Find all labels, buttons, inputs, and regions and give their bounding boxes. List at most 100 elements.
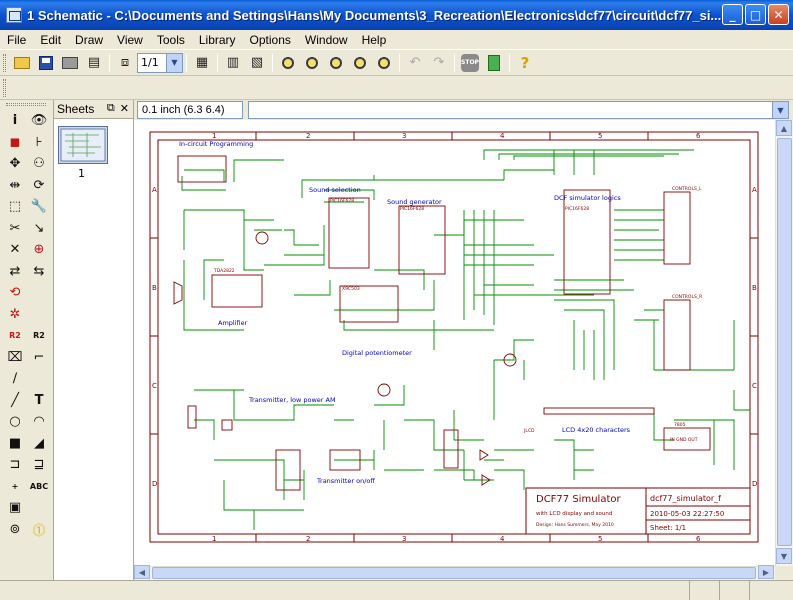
undo-icon: ↶ — [409, 55, 421, 70]
folder-icon — [14, 56, 30, 69]
horizontal-scrollbar[interactable]: ◀ ▶ — [134, 565, 775, 580]
menu-window[interactable]: Window — [304, 32, 348, 47]
label-icon: ABC — [29, 481, 49, 491]
invoke-tool[interactable]: ✲ — [4, 304, 26, 325]
menu-edit[interactable]: Edit — [40, 32, 62, 47]
gateswap-tool[interactable]: ⇆ — [28, 261, 50, 282]
display-tool[interactable]: ◼ — [4, 132, 26, 153]
name-icon: R2 — [9, 331, 21, 340]
zoom-redraw-button[interactable] — [349, 52, 371, 74]
zoom-select-button[interactable] — [373, 52, 395, 74]
rotate-tool[interactable]: ⟳ — [28, 175, 50, 196]
status-cell — [720, 581, 750, 600]
open-button[interactable] — [11, 52, 33, 74]
sheet-thumbnail-preview — [60, 128, 106, 162]
toolbar-grip[interactable] — [3, 78, 6, 97]
circle-tool[interactable]: ○ — [4, 411, 26, 432]
window-title: 1 Schematic - C:\Documents and Settings\… — [27, 7, 722, 23]
copy-tool[interactable]: ⚇ — [28, 153, 50, 174]
library-button[interactable]: ▦ — [191, 52, 213, 74]
redo-button[interactable]: ↷ — [428, 52, 450, 74]
change-tool[interactable]: 🔧 — [28, 196, 50, 217]
menu-tools[interactable]: Tools — [156, 32, 185, 47]
col-label-bottom: 3 — [402, 535, 406, 543]
junction-tool[interactable]: + — [4, 476, 26, 497]
help-button[interactable]: ? — [514, 52, 536, 74]
vertical-scroll-thumb[interactable] — [777, 138, 792, 546]
schematic-canvas[interactable]: 1 2 3 4 5 6 1 2 3 4 5 6 A B C D A B C D — [134, 120, 775, 566]
menu-file[interactable]: File — [7, 32, 27, 47]
name-tool[interactable]: R2 — [4, 325, 26, 346]
replace-icon: ⟲ — [9, 285, 21, 300]
drc-tool[interactable]: ⊚ — [4, 519, 26, 540]
undo-button[interactable]: ↶ — [404, 52, 426, 74]
replace-tool[interactable]: ⟲ — [4, 282, 26, 303]
delete-tool[interactable]: ✕ — [4, 239, 26, 260]
scroll-left-arrow[interactable]: ◀ — [134, 565, 150, 579]
split-tool[interactable]: ∕ — [4, 368, 26, 389]
mirror-tool[interactable]: ⇹ — [4, 175, 26, 196]
paste-tool[interactable]: ↘ — [28, 218, 50, 239]
cut-tool[interactable]: ✂ — [4, 218, 26, 239]
net-tool[interactable]: ⊒ — [28, 454, 50, 475]
erc-button[interactable] — [483, 52, 505, 74]
partlist-button[interactable]: ▧ — [246, 52, 268, 74]
close-button[interactable]: ✕ — [768, 4, 789, 25]
export-button[interactable]: ▤ — [83, 52, 105, 74]
horizontal-scroll-thumb[interactable] — [152, 567, 756, 579]
rect-tool[interactable]: ■ — [4, 433, 26, 454]
block-label: DCF simulator logics — [554, 194, 621, 202]
attribute-tool[interactable]: ▣ — [4, 497, 26, 518]
add-tool[interactable]: ⊕ — [28, 239, 50, 260]
printer-icon — [62, 56, 78, 69]
zoom-in-button[interactable] — [301, 52, 323, 74]
maximize-button[interactable]: □ — [745, 4, 766, 25]
sheet-thumbnail[interactable] — [58, 126, 108, 164]
menu-bar: File Edit Draw View Tools Library Option… — [0, 30, 793, 50]
menu-options[interactable]: Options — [249, 32, 291, 47]
zoom-select[interactable]: 1/1 ▼ — [137, 52, 183, 73]
menu-view[interactable]: View — [117, 32, 143, 47]
dock-button[interactable]: ⧉ — [106, 102, 115, 114]
toolbar-grip[interactable] — [3, 53, 6, 72]
group-tool[interactable]: ⬚ — [4, 196, 26, 217]
netlist-button[interactable]: ▥ — [222, 52, 244, 74]
minimize-button[interactable]: _ — [722, 4, 743, 25]
warning-icon: ⓵ — [32, 523, 46, 539]
page-button[interactable]: ⧈ — [114, 52, 136, 74]
vertical-scrollbar[interactable]: ▲ ▼ — [775, 120, 793, 566]
menu-draw[interactable]: Draw — [75, 32, 104, 47]
row-label: A — [152, 186, 157, 194]
value-tool[interactable]: R2 — [28, 325, 50, 346]
print-button[interactable] — [59, 52, 81, 74]
polygon-tool[interactable]: ◢ — [28, 433, 50, 454]
arc-tool[interactable]: ◠ — [28, 411, 50, 432]
miter-tool[interactable]: ⌐ — [28, 347, 50, 368]
wire-tool[interactable]: ╱ — [4, 390, 26, 411]
scroll-right-arrow[interactable]: ▶ — [758, 565, 774, 579]
scroll-down-arrow[interactable]: ▼ — [776, 548, 792, 564]
show-tool[interactable]: 👁 — [28, 110, 50, 131]
arc-icon: ◠ — [33, 414, 45, 429]
label-tool[interactable]: ABC — [28, 476, 50, 497]
bus-tool[interactable]: ⊐ — [4, 454, 26, 475]
info-tool[interactable]: i — [4, 110, 26, 131]
command-line[interactable]: ▼ — [248, 101, 789, 119]
smash-tool[interactable]: ⌧ — [4, 347, 26, 368]
scroll-up-arrow[interactable]: ▲ — [776, 120, 792, 136]
move-tool[interactable]: ✥ — [4, 153, 26, 174]
copy-icon: ⚇ — [33, 156, 45, 171]
pinswap-tool[interactable]: ⇄ — [4, 261, 26, 282]
save-button[interactable] — [35, 52, 57, 74]
zoom-fit-button[interactable] — [277, 52, 299, 74]
text-tool[interactable]: T — [28, 390, 50, 411]
zoom-out-button[interactable] — [325, 52, 347, 74]
stop-button[interactable]: STOP — [459, 52, 481, 74]
errors-tool[interactable]: ⓵ — [28, 519, 50, 540]
mark-tool[interactable]: ⊦ — [28, 132, 50, 153]
menu-library[interactable]: Library — [198, 32, 236, 47]
toolbar-grip[interactable] — [6, 103, 46, 106]
sheets-close-button[interactable]: ✕ — [119, 103, 129, 115]
menu-help[interactable]: Help — [361, 32, 387, 47]
move-icon: ✥ — [9, 156, 21, 171]
